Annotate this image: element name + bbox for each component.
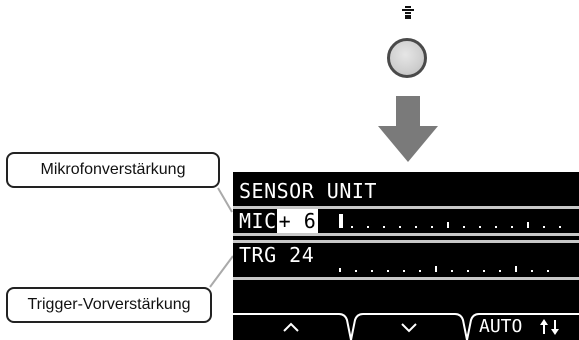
softkey-bar xyxy=(233,313,579,340)
up-down-arrows-icon xyxy=(540,319,559,335)
trg-highlight-box xyxy=(233,240,579,280)
mic-row[interactable]: MIC+ 6 xyxy=(239,209,319,233)
trg-value: 24 xyxy=(289,243,315,267)
lcd-title: SENSOR UNIT xyxy=(239,179,377,203)
callout-mic-gain: Mikrofonverstärkung xyxy=(6,152,220,188)
mic-level-meter xyxy=(339,214,561,228)
callout-trigger-pregain-text: Trigger-Vorverstärkung xyxy=(27,296,191,313)
trg-label: TRG xyxy=(239,243,277,267)
round-button[interactable] xyxy=(387,38,427,78)
mic-label: MIC xyxy=(239,209,277,233)
softkey-auto[interactable]: AUTO xyxy=(467,310,579,340)
chevron-up-icon xyxy=(283,322,299,332)
mic-value: + 6 xyxy=(276,209,319,233)
callout-trigger-pregain: Trigger-Vorverstärkung xyxy=(6,287,212,323)
callout-mic-gain-text: Mikrofonverstärkung xyxy=(40,161,186,178)
softkey-up[interactable] xyxy=(233,310,347,340)
drum-pad-icon xyxy=(402,6,414,19)
softkey-down[interactable] xyxy=(351,310,467,340)
chevron-down-icon xyxy=(401,323,417,333)
mic-highlight-box xyxy=(233,206,579,236)
trg-level-meter xyxy=(339,266,549,272)
trg-row[interactable]: TRG 24 xyxy=(239,244,314,266)
softkey-auto-label: AUTO xyxy=(479,316,523,337)
down-arrow-icon xyxy=(378,96,438,162)
lcd-screen: SENSOR UNIT MIC+ 6 TRG 24 xyxy=(233,172,579,340)
